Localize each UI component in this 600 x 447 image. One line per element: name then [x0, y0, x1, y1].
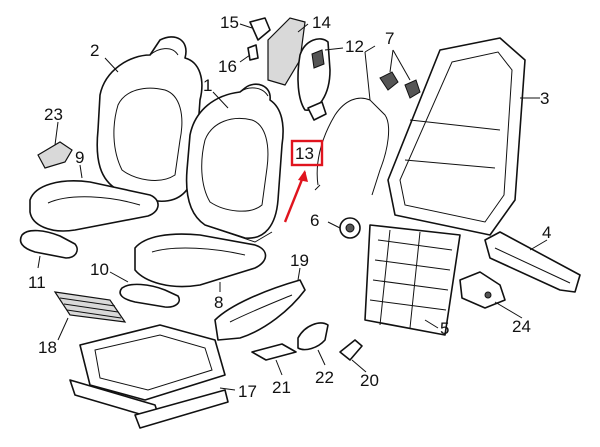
callout-21: 21	[272, 378, 291, 397]
callout-6: 6	[310, 211, 319, 230]
highlight-arrowhead	[298, 170, 308, 182]
callout-23: 23	[44, 105, 63, 124]
part-1-seat-back	[185, 83, 284, 243]
callout-10: 10	[90, 260, 109, 279]
callout-7: 7	[385, 29, 394, 48]
part-13-cable	[314, 97, 390, 196]
callout-2: 2	[90, 41, 99, 60]
part-15-clip	[249, 17, 271, 41]
part-3-back-frame	[387, 37, 526, 236]
part-12-cover-panel	[297, 38, 331, 121]
leader-lines	[37, 23, 548, 391]
callout-3: 3	[540, 89, 549, 108]
callout-9: 9	[75, 148, 84, 167]
callout-17: 17	[238, 382, 257, 401]
part-7-levers	[379, 71, 421, 99]
callout-20: 20	[360, 371, 379, 390]
callout-13: 13	[295, 144, 314, 163]
part-23-bracket	[37, 141, 73, 169]
part-5-spring-mat	[364, 224, 461, 336]
callout-4: 4	[542, 223, 551, 242]
part-22-handle	[297, 322, 329, 351]
callout-1: 1	[203, 76, 212, 95]
callout-11: 11	[28, 273, 46, 292]
part-18-mesh-pad	[53, 291, 127, 323]
part-6-recliner	[339, 217, 361, 239]
callout-12: 12	[345, 37, 364, 56]
part-20-lever	[339, 339, 363, 361]
callout-14: 14	[312, 13, 331, 32]
callout-15: 15	[220, 13, 239, 32]
highlight-13	[283, 139, 324, 223]
callout-16: 16	[218, 57, 237, 76]
callout-8: 8	[214, 293, 223, 312]
part-19-side-shield	[214, 279, 306, 341]
part-11-bolster	[19, 229, 78, 259]
part-9-cushion-pad	[29, 180, 159, 232]
part-8-cushion-cover	[134, 233, 267, 288]
callout-18: 18	[38, 338, 57, 357]
part-21-trim-cover	[251, 343, 297, 361]
callout-5: 5	[440, 319, 449, 338]
part-17-seat-frame	[69, 324, 229, 429]
highlight-box	[290, 139, 324, 167]
part-10-pad	[119, 283, 181, 308]
part-16-screw	[247, 44, 259, 61]
callout-22: 22	[315, 368, 334, 387]
part-24-module	[459, 271, 506, 309]
part-2-seat-cover	[96, 36, 203, 202]
part-4-track-rail	[484, 231, 581, 293]
callout-19: 19	[290, 251, 309, 270]
callout-labels: 2 1 3 4 5 6 7 8 9 10 11 12 13 14 15 16 1…	[28, 13, 551, 401]
callout-24: 24	[512, 317, 531, 336]
